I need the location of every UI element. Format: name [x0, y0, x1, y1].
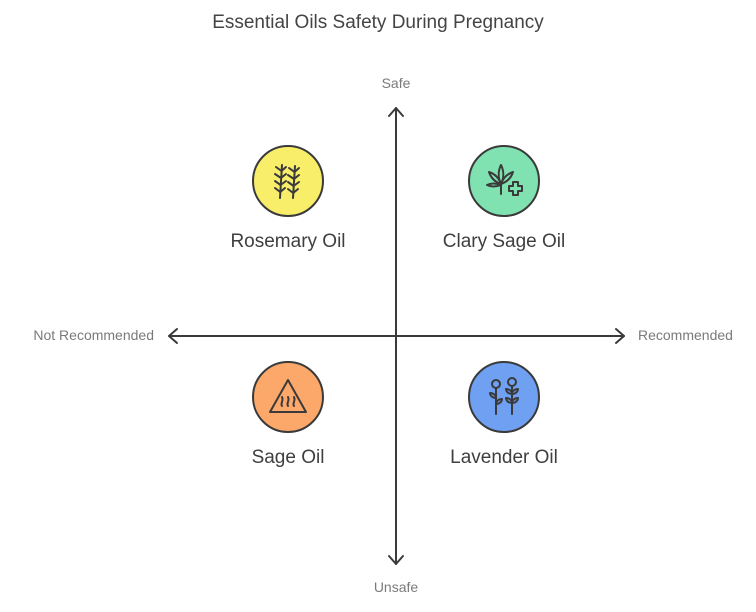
- item-sage-oil: Sage Oil: [188, 361, 388, 469]
- arrow-up-icon: [388, 107, 404, 117]
- axis-label-safe: Safe: [381, 75, 411, 91]
- arrow-left-icon: [168, 328, 178, 344]
- flowering-plants-icon: [468, 361, 540, 433]
- item-label: Rosemary Oil: [230, 231, 346, 252]
- item-rosemary-oil: Rosemary Oil: [188, 145, 388, 253]
- axis-label-not-recommended: Not Recommended: [33, 327, 154, 343]
- arrow-right-icon: [615, 328, 625, 344]
- leaf-medical-cross-icon: [468, 145, 540, 217]
- diagram-title: Essential Oils Safety During Pregnancy: [212, 12, 544, 33]
- axis-label-recommended: Recommended: [638, 327, 733, 343]
- item-label: Sage Oil: [251, 447, 325, 468]
- item-clary-sage-oil: Clary Sage Oil: [404, 145, 604, 253]
- item-lavender-oil: Lavender Oil: [404, 361, 604, 469]
- item-label: Lavender Oil: [450, 447, 558, 468]
- rosemary-sprigs-icon: [252, 145, 324, 217]
- axis-label-unsafe: Unsafe: [373, 579, 419, 595]
- item-label: Clary Sage Oil: [442, 231, 566, 252]
- arrow-down-icon: [388, 555, 404, 565]
- heat-warning-icon: [252, 361, 324, 433]
